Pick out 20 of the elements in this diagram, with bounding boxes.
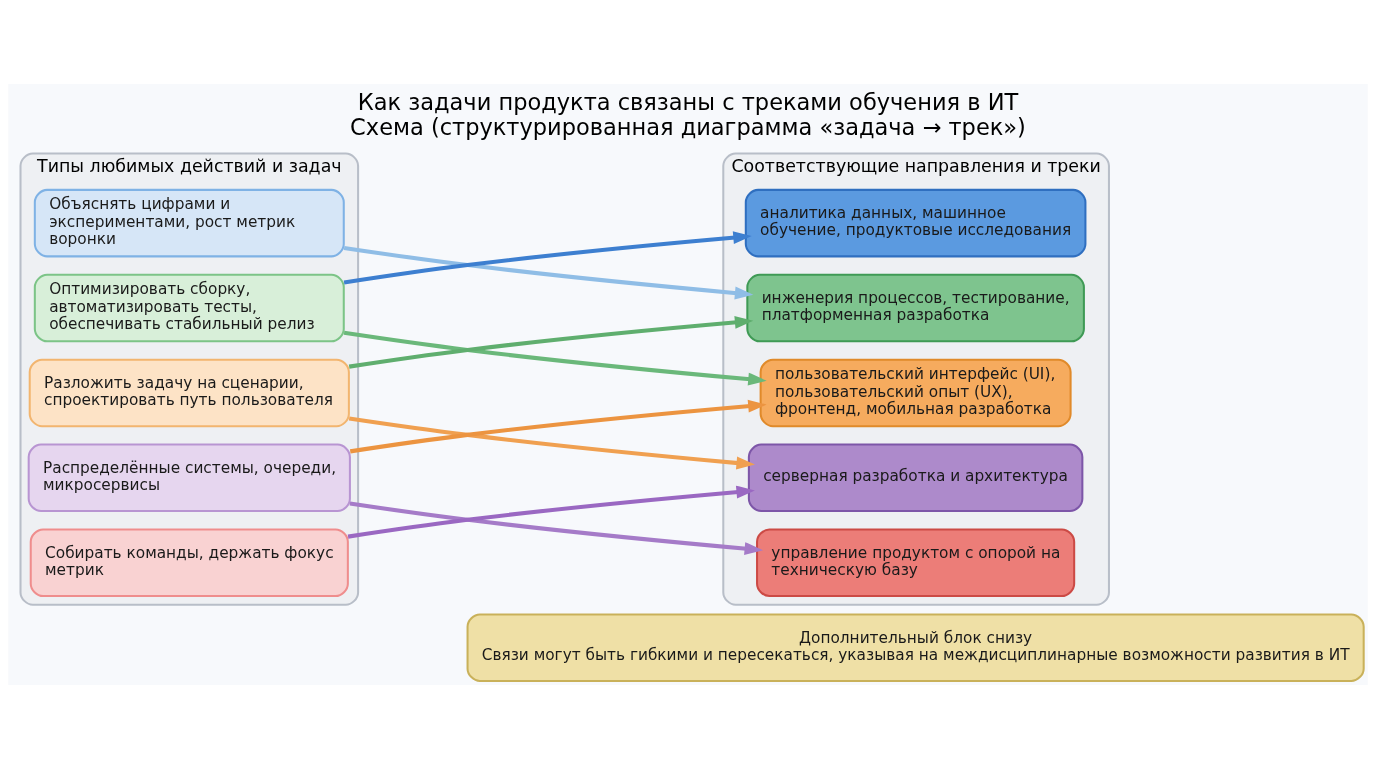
node-box: Разложить задачу на сценарии, спроектировать путь пользователя bbox=[28, 358, 350, 427]
node-box: инженерия процессов, тестирование, платформенная разработка bbox=[746, 273, 1085, 342]
arrow bbox=[343, 230, 752, 285]
node-box: аналитика данных, машинное обучение, продуктовые исследования bbox=[744, 188, 1087, 257]
arrow bbox=[348, 415, 755, 469]
node-box: управление продуктом с опорой на техническую базу bbox=[756, 528, 1076, 597]
node-box: Оптимизировать сборку, автоматизировать тесты, обеспечивать стабильный релиз bbox=[33, 273, 345, 342]
arrow bbox=[347, 485, 755, 539]
node-box: Дополнительный блок снизу Связи могут быть гибкими и пересекаться, указывая на междисциплинарные возможности развития в ИТ bbox=[466, 612, 1365, 682]
node-box: пользовательский интерфейс (UI), пользовательский опыт (UX), фронтенд, мобильная разработка bbox=[759, 358, 1072, 427]
arrow bbox=[349, 399, 767, 453]
arrow bbox=[349, 500, 764, 555]
arrow bbox=[343, 330, 767, 386]
node-box: Распределённые системы, очереди, микросервисы bbox=[27, 443, 351, 512]
arrow bbox=[343, 245, 754, 299]
diagram-title: Как задачи продукта связаны с треками обучения в ИТ bbox=[357, 88, 1019, 115]
node-box: Объяснять цифрами и экспериментами, рост метрик воронки bbox=[33, 188, 345, 257]
node-box: Собирать команды, держать фокус метрик bbox=[29, 528, 349, 597]
node-box: серверная разработка и архитектура bbox=[747, 443, 1084, 512]
arrow bbox=[348, 315, 754, 369]
